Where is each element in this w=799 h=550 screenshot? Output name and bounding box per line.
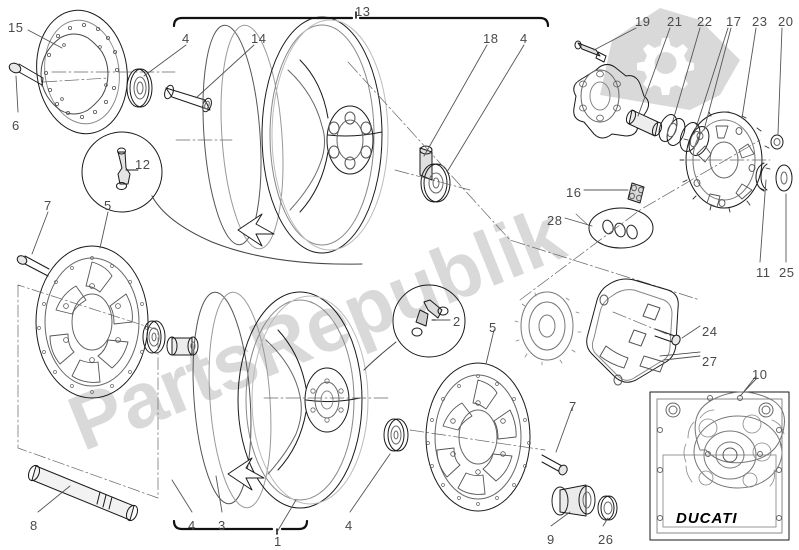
callout-9: 9 (547, 532, 555, 547)
callout-7b: 7 (569, 399, 577, 414)
hub-nut-art (770, 134, 784, 150)
wheel-bearing-d-art (383, 418, 409, 452)
callout-24: 24 (702, 324, 718, 339)
rear-valve-stem-art (574, 40, 607, 63)
callout-4c: 4 (188, 518, 196, 533)
front-wheel-art (192, 291, 391, 509)
callout-1: 1 (274, 534, 282, 549)
callout-25: 25 (779, 265, 795, 280)
callout-5a: 5 (104, 198, 112, 213)
callout-27: 27 (702, 354, 718, 369)
wheel-bearing-c-art (142, 320, 166, 354)
callout-6: 6 (12, 118, 20, 133)
callout-13: 13 (355, 4, 371, 19)
callout-4b: 4 (520, 31, 528, 46)
callout-8: 8 (30, 518, 38, 533)
circlip-art (755, 162, 768, 192)
rear-disc-bolt-art (8, 62, 109, 87)
ducati-logo: DUCATI (676, 510, 738, 527)
front-brake-disc-right-art (409, 362, 546, 512)
callout-26: 26 (598, 532, 614, 547)
callout-19: 19 (635, 14, 651, 29)
front-wheel-seal-art (597, 495, 618, 521)
callout-23: 23 (752, 14, 768, 29)
chain-joining-link-art (627, 182, 645, 204)
rear-spacer-tube-art (164, 84, 212, 113)
washer-art (775, 164, 793, 192)
sprocket-cover-bolt-art (612, 311, 701, 357)
front-sprocket-cover-art (586, 278, 679, 386)
leader-lines (15, 27, 787, 533)
rear-brake-disc-art (36, 9, 176, 135)
front-sprocket-art (514, 291, 582, 366)
chain-links-detail-art (575, 207, 654, 249)
front-brake-disc-left-art (35, 245, 149, 399)
callout-12: 12 (135, 157, 151, 172)
rear-hub-flange-art (573, 64, 650, 139)
front-spacer-art (166, 336, 199, 356)
bracket-13 (172, 11, 550, 28)
callout-7a: 7 (44, 198, 52, 213)
front-wheel-spacer-art (551, 484, 596, 517)
hub-spacer-art (625, 109, 663, 137)
callout-21: 21 (667, 14, 683, 29)
callout-22: 22 (697, 14, 713, 29)
front-disc-bolt-left-art (16, 255, 50, 277)
chain-guard-plate-art (649, 377, 790, 541)
front-axle-art (27, 464, 139, 522)
callout-16: 16 (566, 185, 582, 200)
callout-4a: 4 (182, 31, 190, 46)
callout-17: 17 (726, 14, 742, 29)
callout-11: 11 (756, 265, 771, 280)
rear-sprocket-art (679, 111, 771, 213)
callout-15: 15 (8, 20, 24, 35)
callout-4d: 4 (345, 518, 353, 533)
valve-stem-detail-art (81, 131, 363, 265)
hub-bearing-art (658, 114, 686, 146)
callout-3: 3 (218, 518, 226, 533)
callout-5b: 5 (489, 320, 497, 335)
front-disc-bolt-right-art (541, 454, 568, 476)
callout-28: 28 (547, 213, 563, 228)
callout-10: 10 (752, 367, 768, 382)
callout-2: 2 (453, 314, 461, 329)
wheel-bearing-a-art (126, 68, 153, 108)
rear-wheel-art (175, 16, 389, 254)
callout-20: 20 (778, 14, 794, 29)
callout-18: 18 (483, 31, 499, 46)
valve-pair-detail-art (363, 284, 466, 371)
callout-14: 14 (251, 31, 267, 46)
wheel-bearing-b-art (420, 163, 451, 203)
